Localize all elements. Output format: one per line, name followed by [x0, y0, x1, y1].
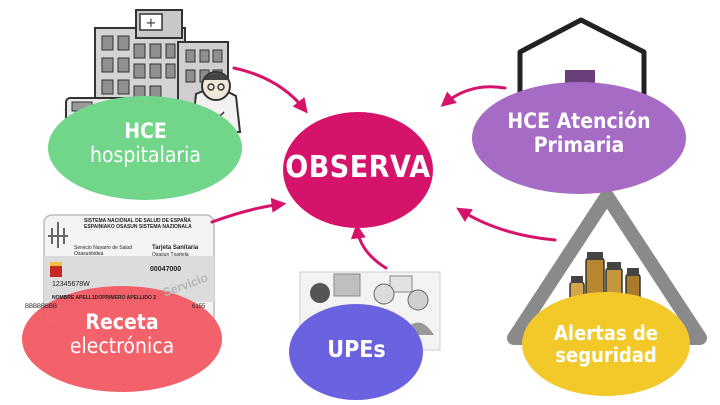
observa-label: OBSERVA [285, 150, 431, 185]
card-code: BBBBBBBB [25, 304, 58, 310]
card-number: 00047000 [150, 266, 182, 273]
card-issuer-2: Osasunbidea [74, 251, 104, 257]
card-id: 12345678W [52, 281, 90, 288]
arrow-from-hce-hospitalaria [232, 66, 308, 114]
hce-primaria-label: HCE Atención Primaria [472, 109, 686, 157]
receta-label: Receta electrónica [22, 310, 222, 358]
alertas-line1: Alertas de [554, 321, 658, 345]
arrow-from-alertas [456, 207, 557, 242]
card-header-2: ESPAINIAKO OSASUN SISTEMA NAZIONALA [84, 224, 192, 230]
alertas-label: Alertas de seguridad [523, 322, 689, 367]
receta-line2: electrónica [69, 333, 175, 358]
alertas-node [522, 292, 690, 396]
upes-label: UPEs [327, 337, 386, 363]
receta-node [22, 286, 222, 392]
card-title-1: Tarjeta Sanitaria [152, 245, 199, 251]
hce-primaria-line2: Primaria [533, 132, 625, 157]
hce-primaria-line1: HCE Atención [507, 109, 651, 133]
card-code-suffix: 6155 [192, 304, 206, 310]
hce-hospitalaria-label: HCE hospitalaria [48, 119, 243, 167]
upes-node [289, 304, 423, 400]
hce-hospitalaria-node [48, 96, 242, 200]
hce-primaria-node [472, 82, 686, 194]
hce-hospitalaria-line2: hospitalaria [89, 142, 202, 167]
arrow-from-receta [210, 197, 287, 224]
observa-node [283, 112, 433, 228]
alertas-line2: seguridad [555, 343, 657, 368]
arrow-from-hce-primaria [440, 85, 507, 107]
card-issuer-1: Servicio Navarro de Salud [74, 245, 133, 251]
hce-hospitalaria-line1: HCE [124, 119, 167, 143]
svg-text:+: + [146, 16, 157, 31]
card-header-1: SISTEMA NACIONAL DE SALUD DE ESPAÑA [84, 218, 191, 224]
card-name: NOMBRE APELL1DOPRIMERO APELLIDO 2 [52, 295, 157, 301]
arrow-from-upes [350, 223, 388, 270]
receta-line1: Receta [85, 310, 159, 334]
card-title-2: Osasun Txartela [152, 252, 189, 258]
